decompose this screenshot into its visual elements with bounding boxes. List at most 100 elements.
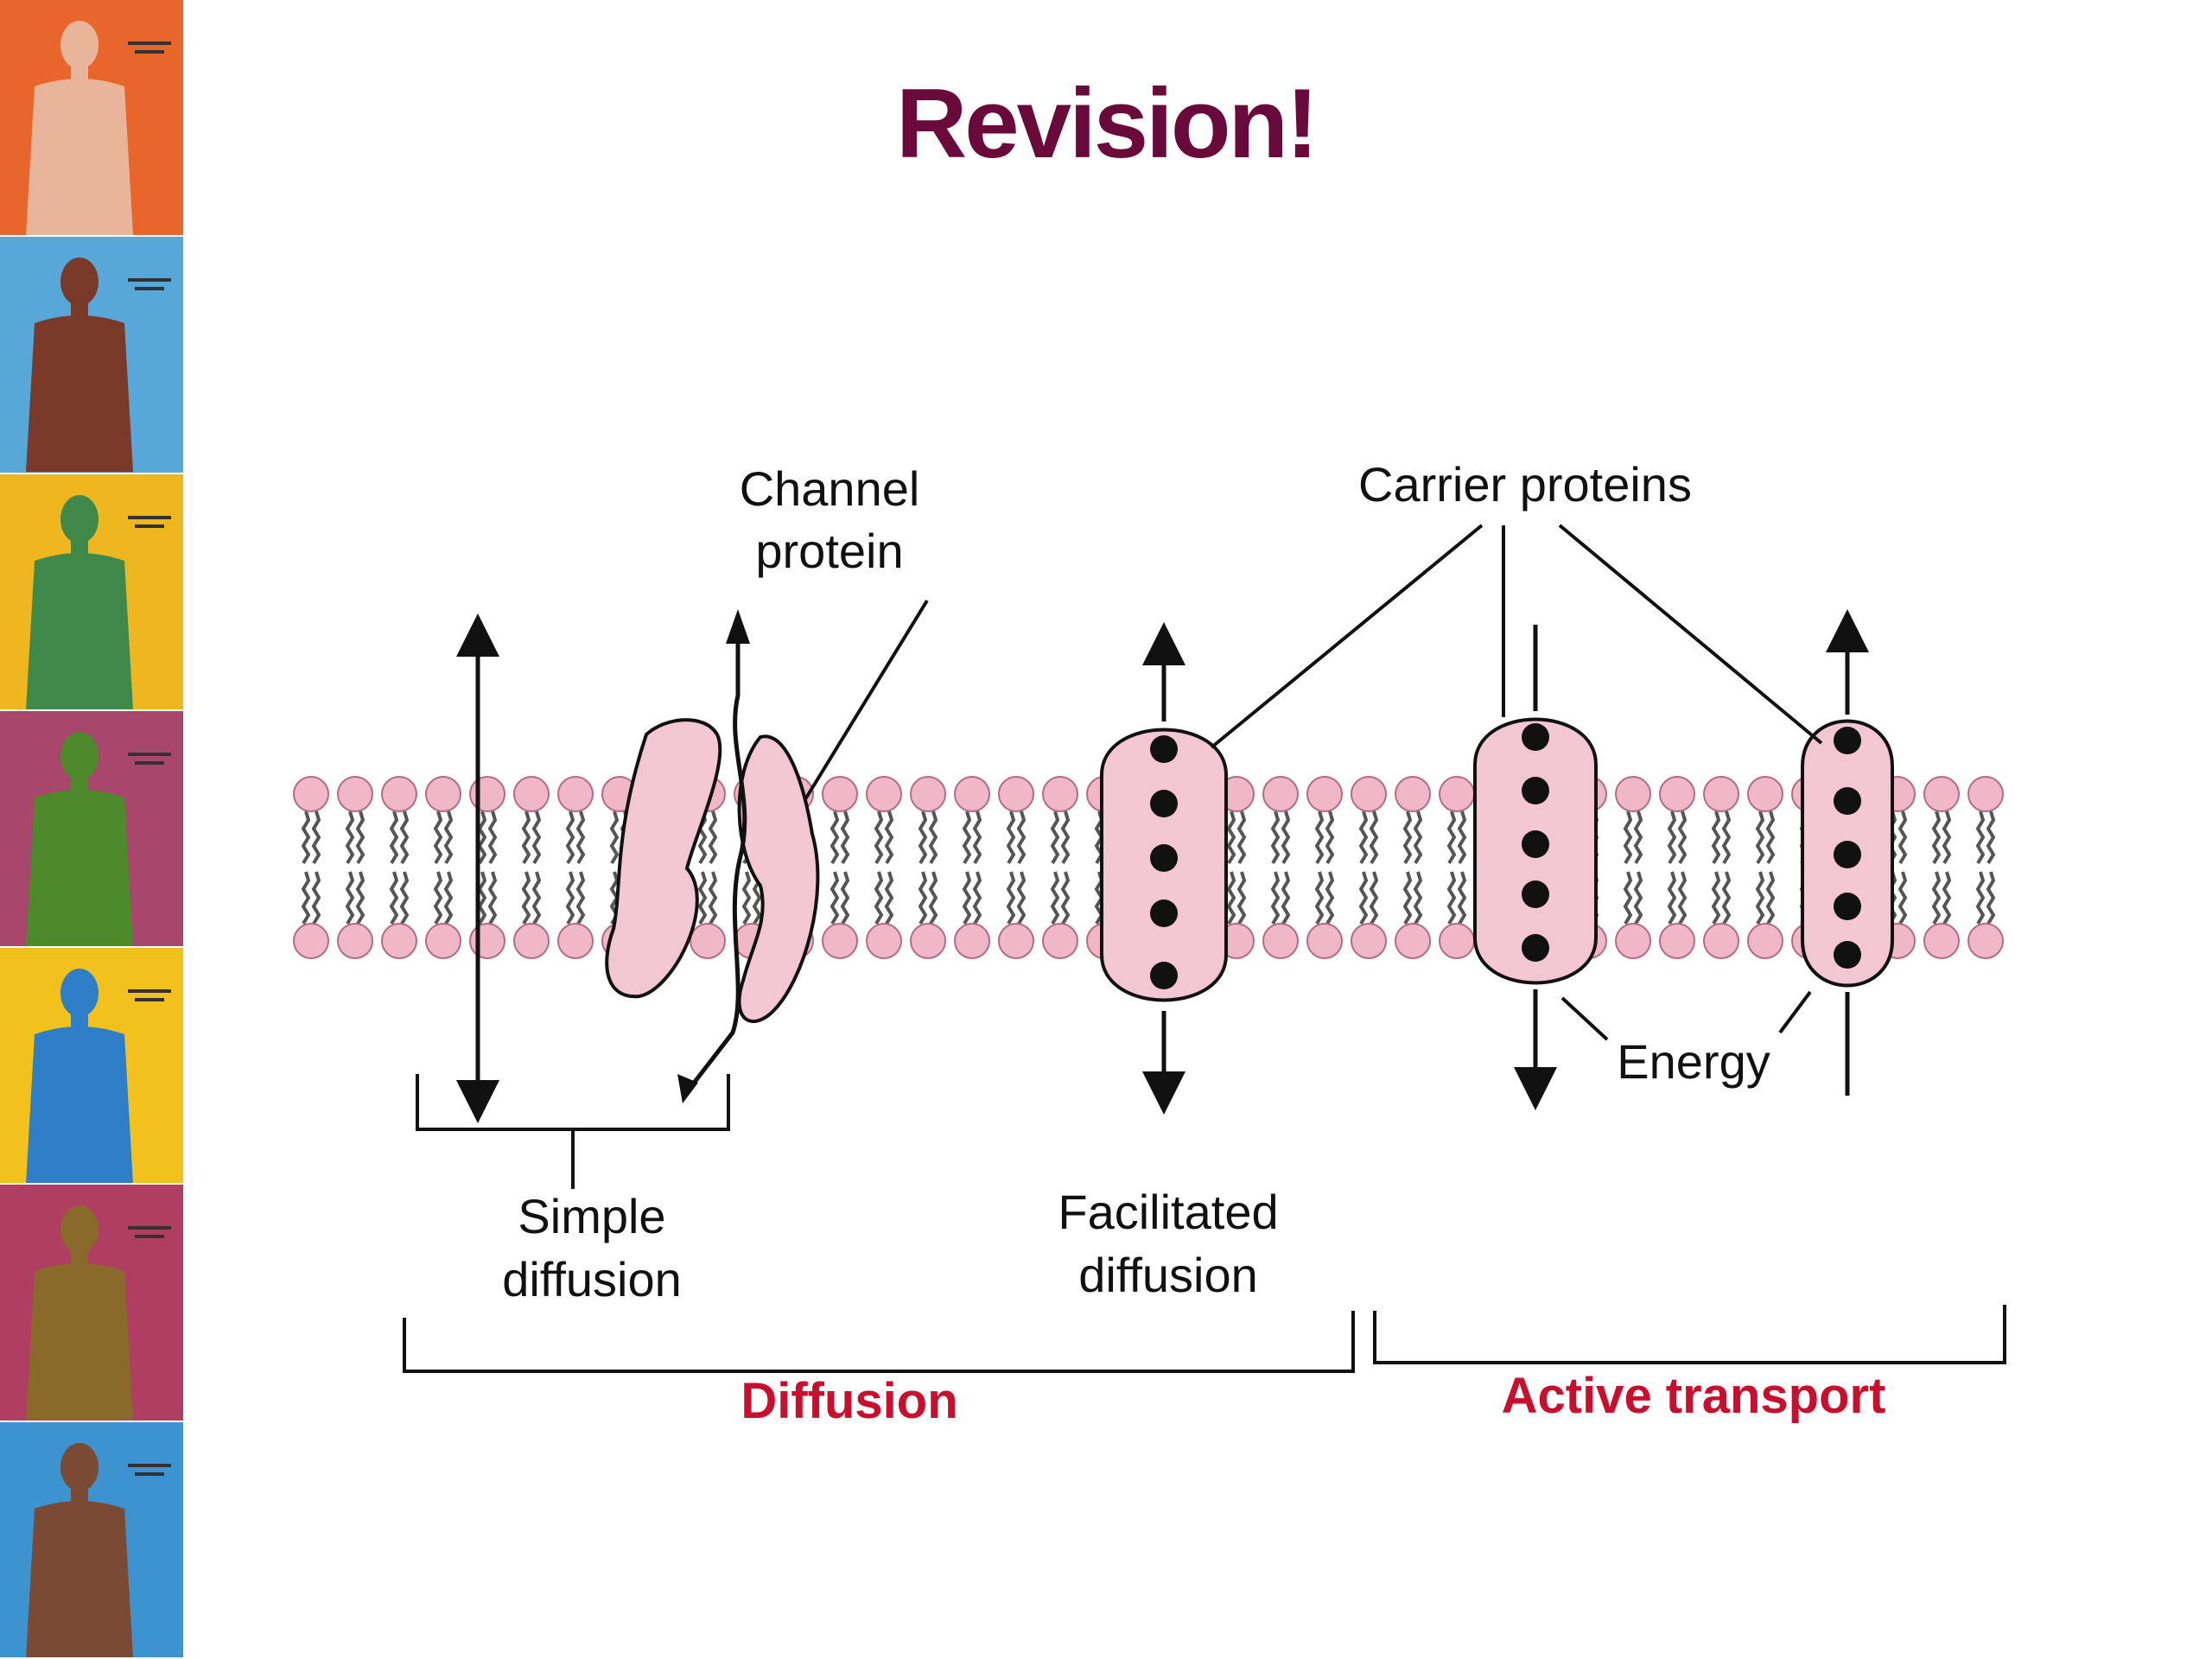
- channel-diffusion-path: [684, 639, 747, 1095]
- lipid-tail: [962, 810, 972, 865]
- lipid-tail: [1060, 871, 1071, 925]
- lipid-tail: [1016, 810, 1027, 865]
- lipid-tail: [1358, 810, 1369, 865]
- lipid-tail: [355, 810, 365, 865]
- lipid-tail: [1050, 871, 1060, 925]
- lipid-tail: [1623, 810, 1633, 865]
- phospholipid-head-bottom: [557, 923, 594, 959]
- lipid-tail: [697, 810, 708, 865]
- lipid-tail: [918, 871, 928, 925]
- channel-protein-label-line1: Channel: [740, 461, 920, 516]
- diffusion-category-bracket: [403, 1311, 1355, 1373]
- system-caption: [127, 1463, 171, 1476]
- lipid-tail: [1931, 871, 1942, 925]
- lipid-tail: [1413, 871, 1423, 925]
- lipid-tail: [575, 871, 586, 925]
- lipid-tail: [477, 810, 487, 865]
- lipid-tail: [443, 810, 454, 865]
- lipid-tail: [972, 871, 982, 925]
- phospholipid-head-bottom: [822, 923, 858, 959]
- endocrine-system-panel: [0, 1421, 183, 1657]
- phospholipid-head-top: [1351, 776, 1387, 812]
- lipid-tail: [389, 871, 399, 925]
- system-caption: [127, 278, 171, 291]
- phospholipid-head-bottom: [1967, 923, 2004, 959]
- phospholipid-head-top: [1747, 776, 1783, 812]
- lipid-tail: [433, 871, 443, 925]
- circulatory-system-panel: [0, 474, 183, 709]
- lipid-tail: [1281, 810, 1291, 865]
- lipid-tail: [1942, 810, 1952, 865]
- phospholipid-head-top: [866, 776, 902, 812]
- lipid-tail: [1050, 810, 1060, 865]
- lipid-tail: [575, 810, 586, 865]
- phospholipid-head-top: [1923, 776, 1960, 812]
- lipid-tail: [433, 810, 443, 865]
- channel-arrow-head-up: [726, 609, 750, 644]
- system-caption: [127, 1226, 171, 1239]
- muscular-system-panel: [0, 948, 183, 1184]
- lipid-tail: [830, 810, 840, 865]
- phospholipid-head-bottom: [1042, 923, 1078, 959]
- carrier-proteins-label: Carrier proteins: [1358, 457, 1692, 512]
- phospholipid-head-top: [822, 776, 858, 812]
- channel-protein-pointer: [804, 599, 929, 801]
- system-caption: [127, 41, 171, 54]
- lipid-tail: [840, 871, 850, 925]
- lipid-tail: [1711, 810, 1721, 865]
- lipid-tail: [531, 810, 542, 865]
- carrier-binding-site-dot: [1834, 941, 1861, 969]
- phospholipid-head-top: [1439, 776, 1475, 812]
- phospholipid-head-bottom: [690, 923, 726, 959]
- phospholipid-head-top: [513, 776, 550, 812]
- phospholipid-head-top: [293, 776, 329, 812]
- lipid-tail: [443, 871, 454, 925]
- lipid-tail: [697, 871, 708, 925]
- lipid-tail: [1897, 871, 1908, 925]
- channel-arrow-head-down: [677, 1074, 698, 1103]
- lipid-tail: [311, 810, 321, 865]
- lipid-tail: [389, 810, 399, 865]
- lipid-tail: [1236, 871, 1247, 925]
- phospholipid-head-top: [910, 776, 946, 812]
- phospholipid-head-top: [1306, 776, 1343, 812]
- carrier-binding-site-dot: [1834, 841, 1861, 868]
- lipid-tail: [345, 871, 355, 925]
- lipid-tail: [918, 810, 928, 865]
- lipid-tail: [311, 871, 321, 925]
- lipid-tail: [301, 871, 311, 925]
- skeletal-system-panel: [0, 710, 183, 947]
- lipid-tail: [741, 871, 752, 925]
- lipid-tail: [1755, 810, 1765, 865]
- lipid-tail: [928, 871, 938, 925]
- phospholipid-head-bottom: [1395, 923, 1431, 959]
- lipid-tail: [1402, 871, 1413, 925]
- lipid-tail: [1986, 810, 1996, 865]
- lipid-tail: [1016, 871, 1027, 925]
- carrier-binding-site-dot: [1150, 735, 1178, 763]
- lipid-tail: [355, 871, 365, 925]
- lipid-tail: [487, 810, 498, 865]
- phospholipid-head-bottom: [998, 923, 1034, 959]
- lipid-tail: [1270, 871, 1281, 925]
- phospholipid-head-top: [1262, 776, 1299, 812]
- lipid-tail: [1226, 810, 1236, 865]
- lipid-tail: [1314, 810, 1325, 865]
- system-caption: [127, 989, 171, 1002]
- channel-protein-right: [737, 734, 820, 1023]
- lipid-tail: [874, 871, 884, 925]
- lipid-tail: [1667, 871, 1677, 925]
- lipid-tail: [884, 810, 894, 865]
- phospholipid-head-top: [557, 776, 594, 812]
- energy-pointer-2: [1778, 990, 1812, 1034]
- phospholipid-head-top: [1042, 776, 1078, 812]
- facilitated-diffusion-label-line2: diffusion: [1078, 1248, 1258, 1302]
- lipid-tail: [884, 871, 894, 925]
- lipid-tail: [1721, 810, 1732, 865]
- lipid-tail: [1986, 871, 1996, 925]
- lipid-tail: [1270, 810, 1281, 865]
- phospholipid-head-top: [998, 776, 1034, 812]
- carrier-binding-site-dot: [1522, 880, 1549, 908]
- phospholipid-head-top: [1395, 776, 1431, 812]
- lipid-tail: [477, 871, 487, 925]
